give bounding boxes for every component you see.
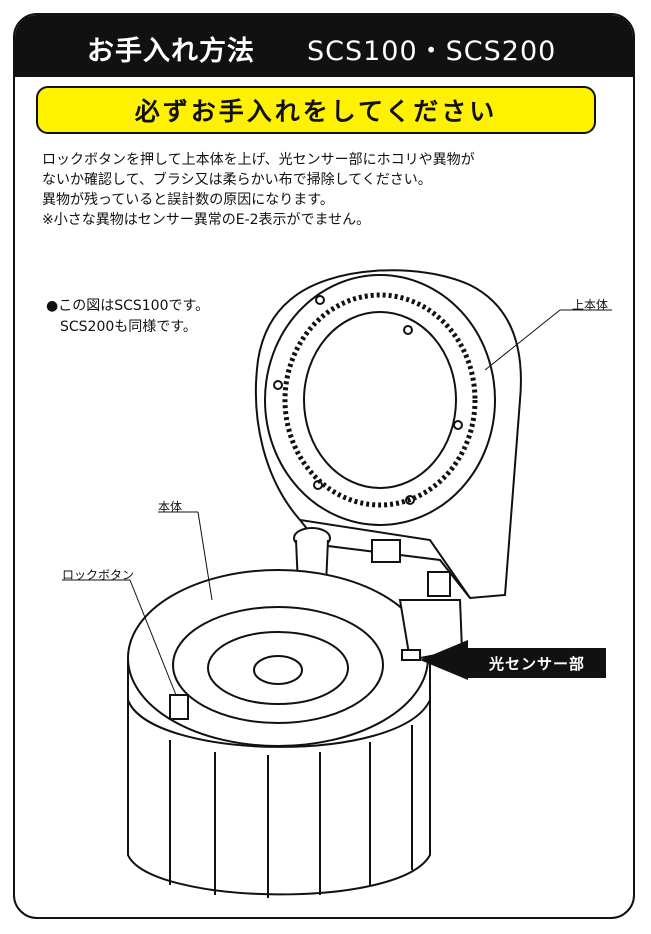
instruction-line: ロックボタンを押して上本体を上げ、光センサー部にホコリや異物が [42,152,475,168]
sensor-pointer-arrow [420,640,468,680]
figure-note-line: SCS200も同様です。 [46,319,197,335]
upper-body-outline [254,269,522,600]
header-title: お手入れ方法 [87,36,255,67]
lid-ring-inner [282,292,478,508]
instruction-line: ※小さな異物はセンサー異常のE-2表示がでません。 [42,212,371,228]
warning-banner: 必ずお手入れをしてください [36,86,596,134]
figure-note: ●この図はSCS100です。 SCS200も同様です。 [46,296,209,338]
header-models: SCS100・SCS200 [307,36,557,67]
instruction-line: 異物が残っていると誤計数の原因になります。 [42,192,334,208]
lid-window [303,311,457,489]
header-bar: お手入れ方法 SCS100・SCS200 [15,15,633,77]
label-upper-body: 上本体 [572,298,609,312]
label-lock-button: ロックボタン [62,568,135,582]
warning-banner-text: 必ずお手入れをしてください [134,97,498,126]
label-optical-sensor: 光センサー部 [468,648,606,678]
main-body-cylinder [127,660,431,896]
label-optical-sensor-text: 光センサー部 [488,654,585,673]
lock-button [169,694,189,720]
label-main-body: 本体 [158,500,183,514]
figure-note-line: ●この図はSCS100です。 [46,298,210,314]
instructions-text: ロックボタンを押して上本体を上げ、光センサー部にホコリや異物が ないか確認して、… [42,150,602,230]
page-frame: お手入れ方法 SCS100・SCS200 [13,13,635,919]
instruction-line: ないか確認して、ブラシ又は柔らかい布で掃除してください。 [42,172,432,188]
lid-ring-outer [264,274,496,526]
